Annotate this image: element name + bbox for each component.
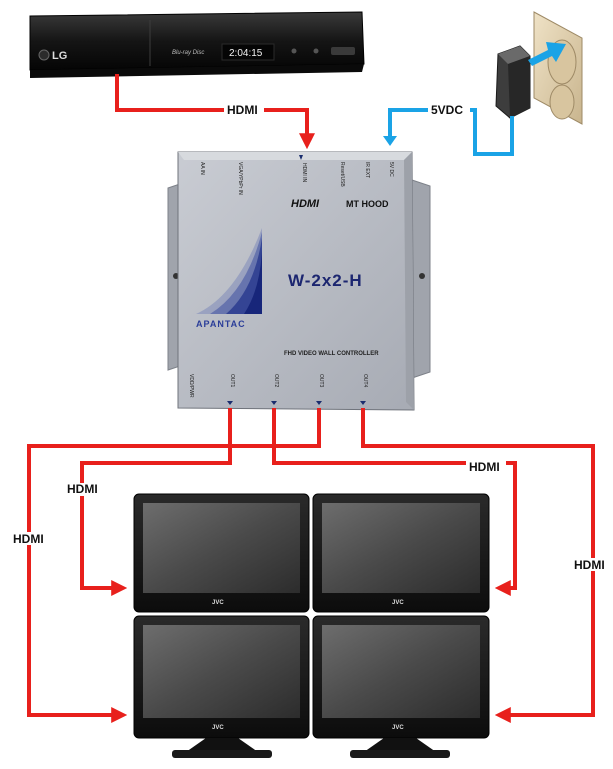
port-reset-label: Reset/USB: [339, 162, 345, 187]
power-arrow-icon: [383, 136, 397, 146]
port-aa-in-label: AA IN: [199, 162, 205, 175]
monitor-stand: [172, 750, 272, 758]
out-left-outer-label: HDMI: [13, 532, 44, 546]
port-vdd-label: VDD/PWR: [188, 374, 194, 398]
plug-in-arrow-icon: [528, 42, 566, 66]
port-out2-label: OUT2: [273, 374, 279, 388]
out1-port-icon: [227, 401, 233, 405]
monitor-bottom-left: JVC: [133, 615, 310, 758]
port-hdmi-in-label: HDMI IN: [301, 163, 307, 183]
monitor-top-left: JVC: [133, 493, 310, 613]
out1-branch-cable: [80, 446, 232, 596]
port-out1-label: OUT1: [229, 374, 235, 388]
power-adapter: [495, 42, 566, 119]
port-ir-ext-label: IR EXT: [364, 162, 370, 178]
out1-cable: [27, 408, 232, 723]
monitor-screen: [322, 625, 480, 718]
apantac-logo-icon: [196, 228, 262, 314]
monitor-brand: JVC: [392, 600, 404, 606]
out3-cable: [230, 408, 321, 448]
hdmi-in-port-icon: [299, 155, 303, 160]
cables: [27, 74, 595, 723]
bluray-logo: Blu-ray Disc: [172, 50, 204, 56]
monitor-brand: JVC: [212, 600, 224, 606]
out-right-outer-label: HDMI: [574, 558, 605, 572]
port-out4-label: OUT4: [362, 374, 368, 388]
out4-port-icon: [360, 401, 366, 405]
video-wall-controller: AA IN VGA/YPbPr IN HDMI IN Reset/USB IR …: [167, 151, 431, 411]
player-button-icon[interactable]: [291, 48, 297, 54]
series-name: MT HOOD: [346, 199, 389, 209]
out2-port-icon: [271, 401, 277, 405]
bluray-player: LG Blu-ray Disc 2:04:15: [29, 11, 365, 78]
monitor-screen: [322, 503, 480, 593]
power-cable: [388, 108, 514, 156]
hdmi-logo: HDMI: [291, 198, 320, 210]
controller-model: W-2x2-H: [288, 271, 363, 290]
player-clock: 2:04:15: [229, 48, 263, 59]
player-brand: LG: [52, 50, 67, 62]
monitor-screen: [143, 625, 300, 718]
player-button-icon[interactable]: [313, 48, 319, 54]
monitor-brand: JVC: [392, 725, 404, 731]
hdmi-input-cable: [115, 74, 315, 150]
disc-slot: [331, 47, 355, 55]
controller-description: FHD VIDEO WALL CONTROLLER: [284, 351, 379, 357]
out4-cable: [361, 408, 595, 723]
power-label: 5VDC: [431, 103, 463, 117]
out-right-inner-label: HDMI: [469, 460, 500, 474]
out-left-inner-label: HDMI: [67, 482, 98, 496]
lg-logo-icon: [38, 49, 50, 61]
monitor-screen: [143, 503, 300, 593]
monitor-top-right: JVC: [312, 493, 490, 613]
out3-port-icon: [316, 401, 322, 405]
controller-brand: APANTAC: [196, 319, 246, 329]
monitor-brand: JVC: [212, 725, 224, 731]
hdmi-input-label: HDMI: [227, 103, 258, 117]
port-dc-label: 5V DC: [388, 162, 394, 177]
port-vga-label: VGA/YPbPr IN: [237, 162, 243, 195]
monitor-bottom-right: JVC: [312, 615, 490, 758]
player-display: [221, 43, 275, 61]
cable-labels: HDMI 5VDC HDMI HDMI HDMI HDMI: [10, 103, 613, 572]
power-outlet: [533, 11, 583, 125]
port-out3-label: OUT3: [318, 374, 324, 388]
monitor-stand: [350, 750, 450, 758]
